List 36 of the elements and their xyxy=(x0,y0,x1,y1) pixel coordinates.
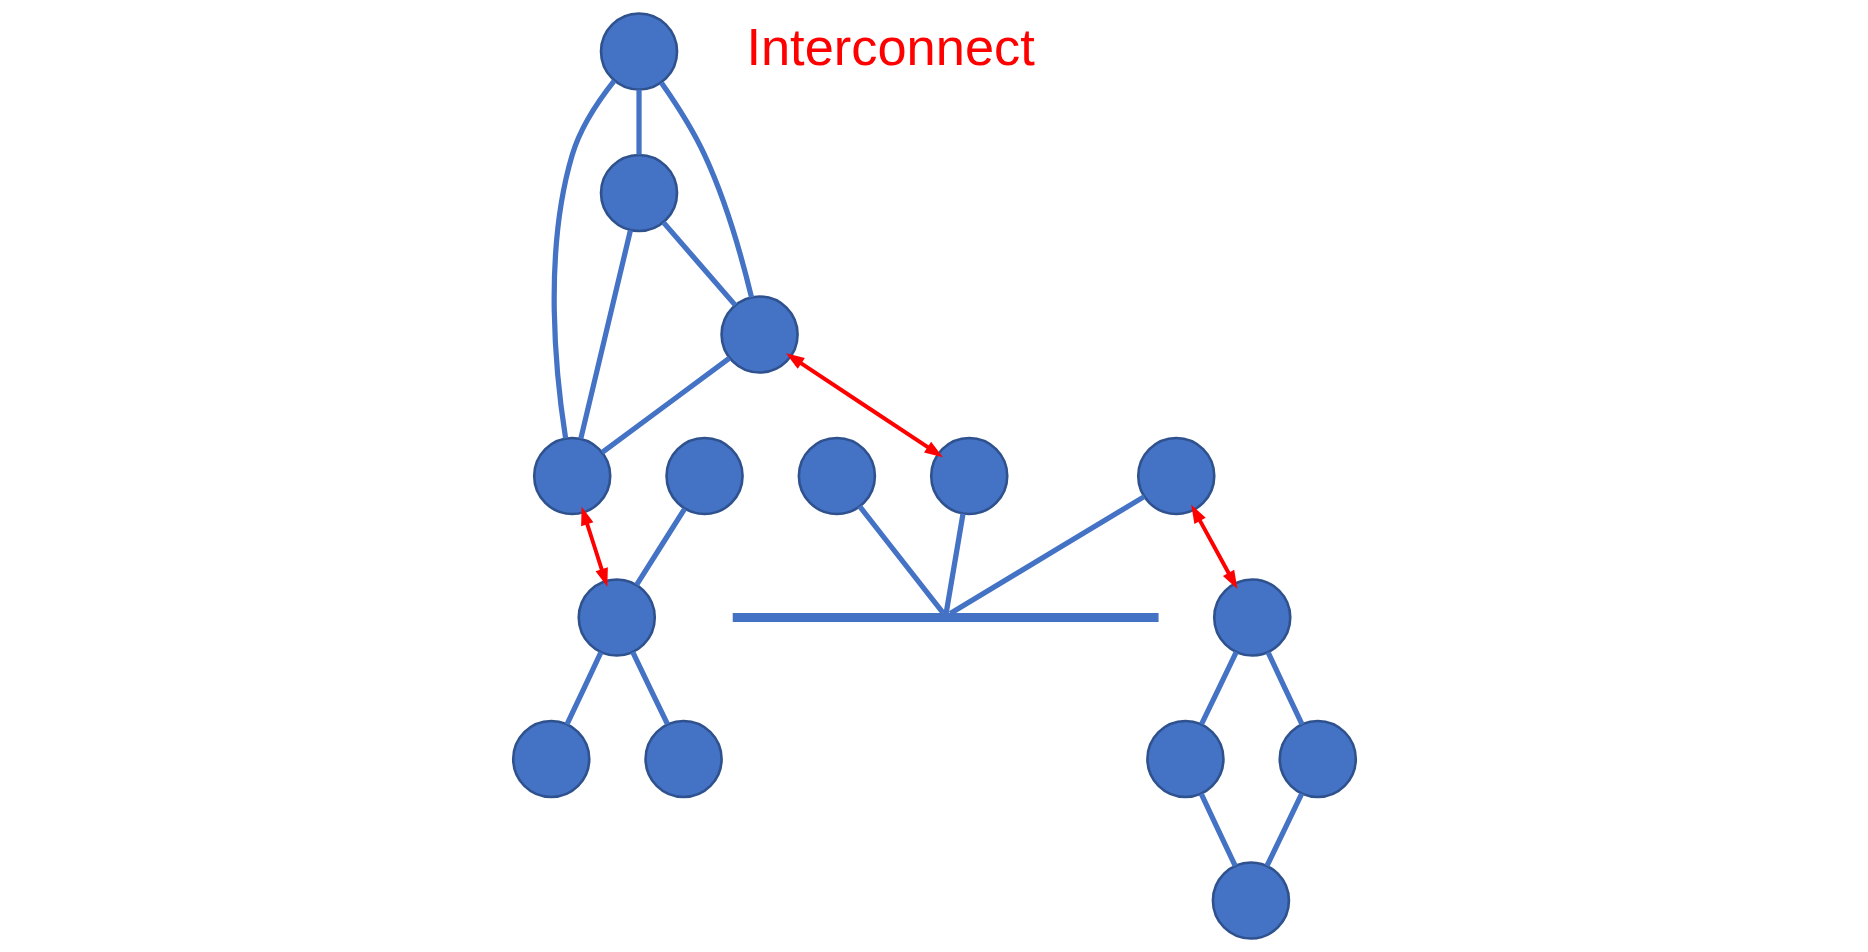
node-circle xyxy=(929,436,1009,516)
node-circle xyxy=(511,719,591,799)
connector xyxy=(943,513,966,614)
connector xyxy=(600,356,731,455)
node-circle xyxy=(797,436,876,516)
node-circle xyxy=(1212,578,1292,657)
connector xyxy=(635,89,642,155)
arrow xyxy=(785,353,943,458)
connector xyxy=(857,504,945,615)
node-circle xyxy=(664,436,744,516)
connector xyxy=(633,507,687,587)
connector xyxy=(1198,792,1238,868)
node-circle xyxy=(576,578,656,657)
connector xyxy=(1198,650,1239,726)
node-circle xyxy=(532,436,611,516)
connector xyxy=(629,650,670,726)
connector xyxy=(577,229,633,440)
connector xyxy=(658,81,754,298)
node-circle xyxy=(599,12,678,91)
node-circle xyxy=(1145,719,1225,799)
connector xyxy=(1264,792,1304,867)
arrow xyxy=(1190,504,1237,590)
node-circle xyxy=(1277,719,1357,799)
arrow xyxy=(580,506,608,587)
connector xyxy=(551,79,616,439)
node-circle xyxy=(643,719,723,799)
node-circle xyxy=(599,153,678,233)
label: Interconnect xyxy=(745,17,1035,76)
connector xyxy=(660,220,737,307)
connector xyxy=(948,494,1146,616)
connector xyxy=(1265,651,1304,726)
node-circle xyxy=(1136,436,1216,516)
node-circle xyxy=(1211,861,1290,940)
connector xyxy=(564,651,603,726)
node-circle xyxy=(719,295,799,374)
node-bar xyxy=(732,612,1159,623)
